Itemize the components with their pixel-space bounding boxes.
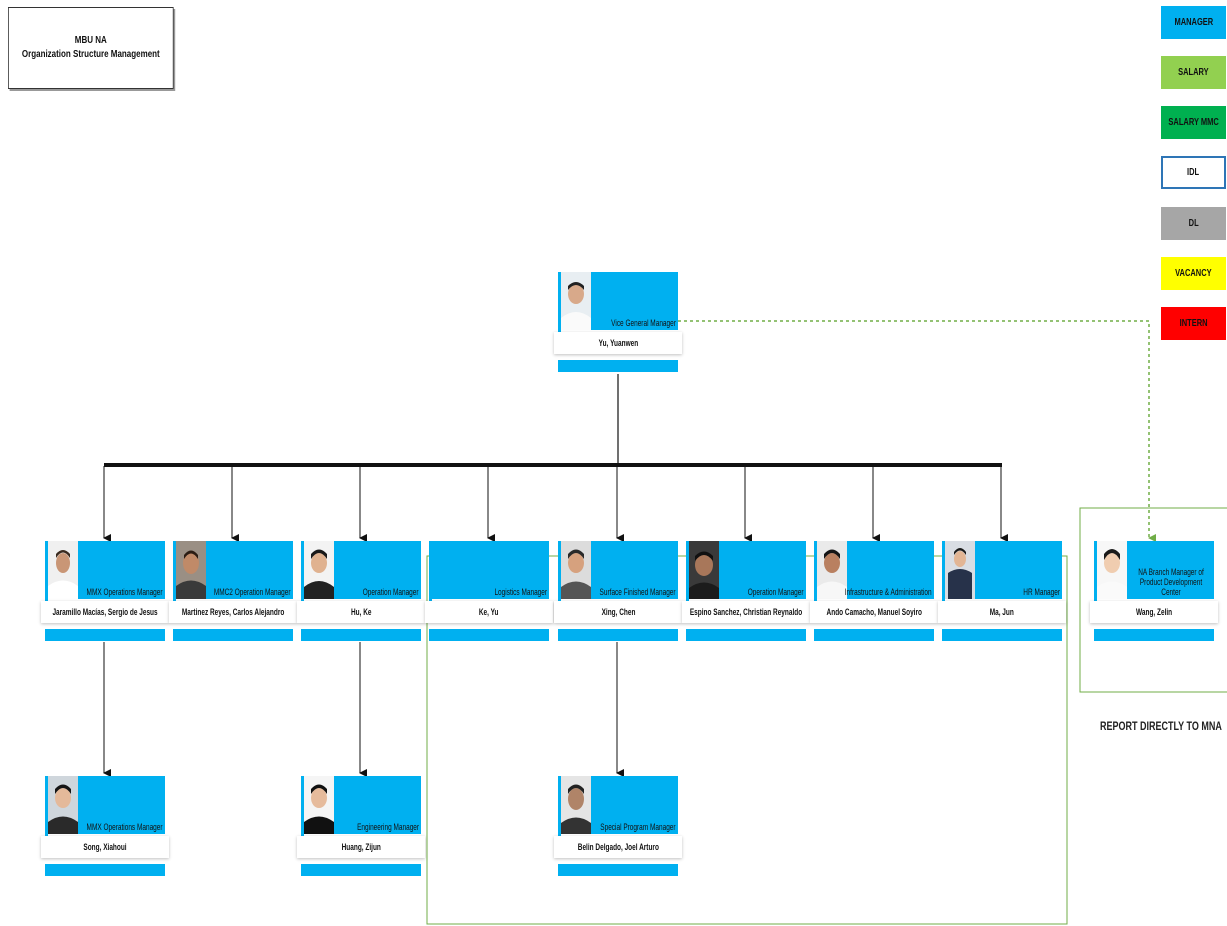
photo-mmc2 bbox=[176, 541, 206, 599]
bus-line bbox=[104, 463, 1002, 467]
card-infrastructure-administration[interactable]: Infrastructure & Administration Ando Cam… bbox=[810, 541, 938, 643]
title-mmc2: MMC2 Operation Manager bbox=[214, 587, 291, 597]
name-mmx1: Jaramillo Macías, Sergio de Jesus bbox=[52, 607, 158, 617]
chart-title-line2: Organization Structure Management bbox=[21, 49, 160, 60]
report-directly-note: REPORT DIRECTLY TO MNA bbox=[1100, 719, 1222, 733]
photo-xing bbox=[561, 541, 591, 599]
name-majun: Ma, Jun bbox=[989, 607, 1015, 617]
chart-title-line1: MBU NA bbox=[74, 35, 107, 46]
name-huke: Hu, Ke bbox=[350, 607, 372, 617]
title-vgm: Vice General Manager bbox=[611, 318, 676, 328]
title-huang: Engineering Manager bbox=[357, 822, 419, 832]
photo-keyu bbox=[432, 541, 462, 599]
card-engineering-manager[interactable]: Engineering Manager Huang, Zijun bbox=[297, 776, 425, 878]
card-mmx-operations-manager-2[interactable]: MMX Operations Manager Song, Xiahoui bbox=[41, 776, 169, 878]
card-surface-finished-manager[interactable]: Surface Finished Manager Xing, Chen bbox=[554, 541, 682, 643]
photo-belin bbox=[561, 776, 591, 834]
title-majun: HR Manager bbox=[1023, 587, 1060, 597]
title-wang: NA Branch Manager of Product Development… bbox=[1138, 567, 1204, 597]
mna-group-border bbox=[1079, 507, 1227, 693]
title-belin: Special Program Manager bbox=[600, 822, 676, 832]
name-ando: Ando Camacho, Manuel Soyiro bbox=[826, 607, 922, 617]
photo-song bbox=[48, 776, 78, 834]
photo-majun bbox=[945, 541, 975, 599]
photo-huang bbox=[304, 776, 334, 834]
name-keyu: Ke, Yu bbox=[479, 607, 499, 617]
title-xing: Surface Finished Manager bbox=[599, 587, 676, 597]
legend-dl: DL bbox=[1161, 207, 1226, 240]
legend-vacancy: VACANCY bbox=[1161, 257, 1226, 290]
photo-espino bbox=[689, 541, 719, 599]
card-hr-manager[interactable]: HR Manager Ma, Jun bbox=[938, 541, 1066, 643]
card-mmx-operations-manager[interactable]: MMX Operations Manager Jaramillo Macías,… bbox=[41, 541, 169, 643]
legend-salary-mmc: SALARY MMC bbox=[1161, 106, 1226, 139]
title-huke: Operation Manager bbox=[363, 587, 419, 597]
photo-ando bbox=[817, 541, 847, 599]
photo-vgm bbox=[561, 272, 591, 330]
photo-huke bbox=[304, 541, 334, 599]
card-special-program-manager[interactable]: Special Program Manager Belin Delgado, J… bbox=[554, 776, 682, 878]
card-vice-general-manager[interactable]: Vice General Manager Yu, Yuanwen bbox=[554, 272, 682, 374]
name-belin: Belin Delgado, Joel Arturo bbox=[577, 842, 659, 852]
photo-wang bbox=[1097, 541, 1127, 599]
card-na-branch-manager[interactable]: NA Branch Manager of Product Development… bbox=[1090, 541, 1218, 643]
chart-title-box: MBU NA Organization Structure Management bbox=[8, 7, 174, 89]
name-huang: Huang, Zijun bbox=[341, 842, 381, 852]
card-operation-manager-hu[interactable]: Operation Manager Hu, Ke bbox=[297, 541, 425, 643]
photo-mmx1 bbox=[48, 541, 78, 599]
card-logistics-manager[interactable]: Logistics Manager Ke, Yu bbox=[425, 541, 553, 643]
name-vgm: Yu, Yuanwen bbox=[598, 338, 638, 348]
title-espino: Operation Manager bbox=[748, 587, 804, 597]
legend-intern: INTERN bbox=[1161, 307, 1226, 340]
title-ando: Infrastructure & Administration bbox=[845, 587, 932, 597]
legend-manager: MANAGER bbox=[1161, 6, 1226, 39]
name-xing: Xing, Chen bbox=[601, 607, 635, 617]
name-wang: Wang, Zelin bbox=[1135, 607, 1173, 617]
name-mmc2: Martinez Reyes, Carlos Alejandro bbox=[181, 607, 285, 617]
title-song: MMX Operations Manager bbox=[87, 822, 163, 832]
card-operation-manager-espino[interactable]: Operation Manager Espino Sanchez, Christ… bbox=[682, 541, 810, 643]
name-espino: Espino Sanchez, Christian Reynaldo bbox=[689, 607, 803, 617]
name-song: Song, Xiahoui bbox=[83, 842, 127, 852]
dotted-link-wang bbox=[678, 320, 1156, 542]
legend-idl: IDL bbox=[1161, 156, 1226, 189]
card-mmc2-operation-manager[interactable]: MMC2 Operation Manager Martinez Reyes, C… bbox=[169, 541, 297, 643]
title-mmx1: MMX Operations Manager bbox=[87, 587, 163, 597]
legend-salary: SALARY bbox=[1161, 56, 1226, 89]
title-keyu: Logistics Manager bbox=[494, 587, 547, 597]
